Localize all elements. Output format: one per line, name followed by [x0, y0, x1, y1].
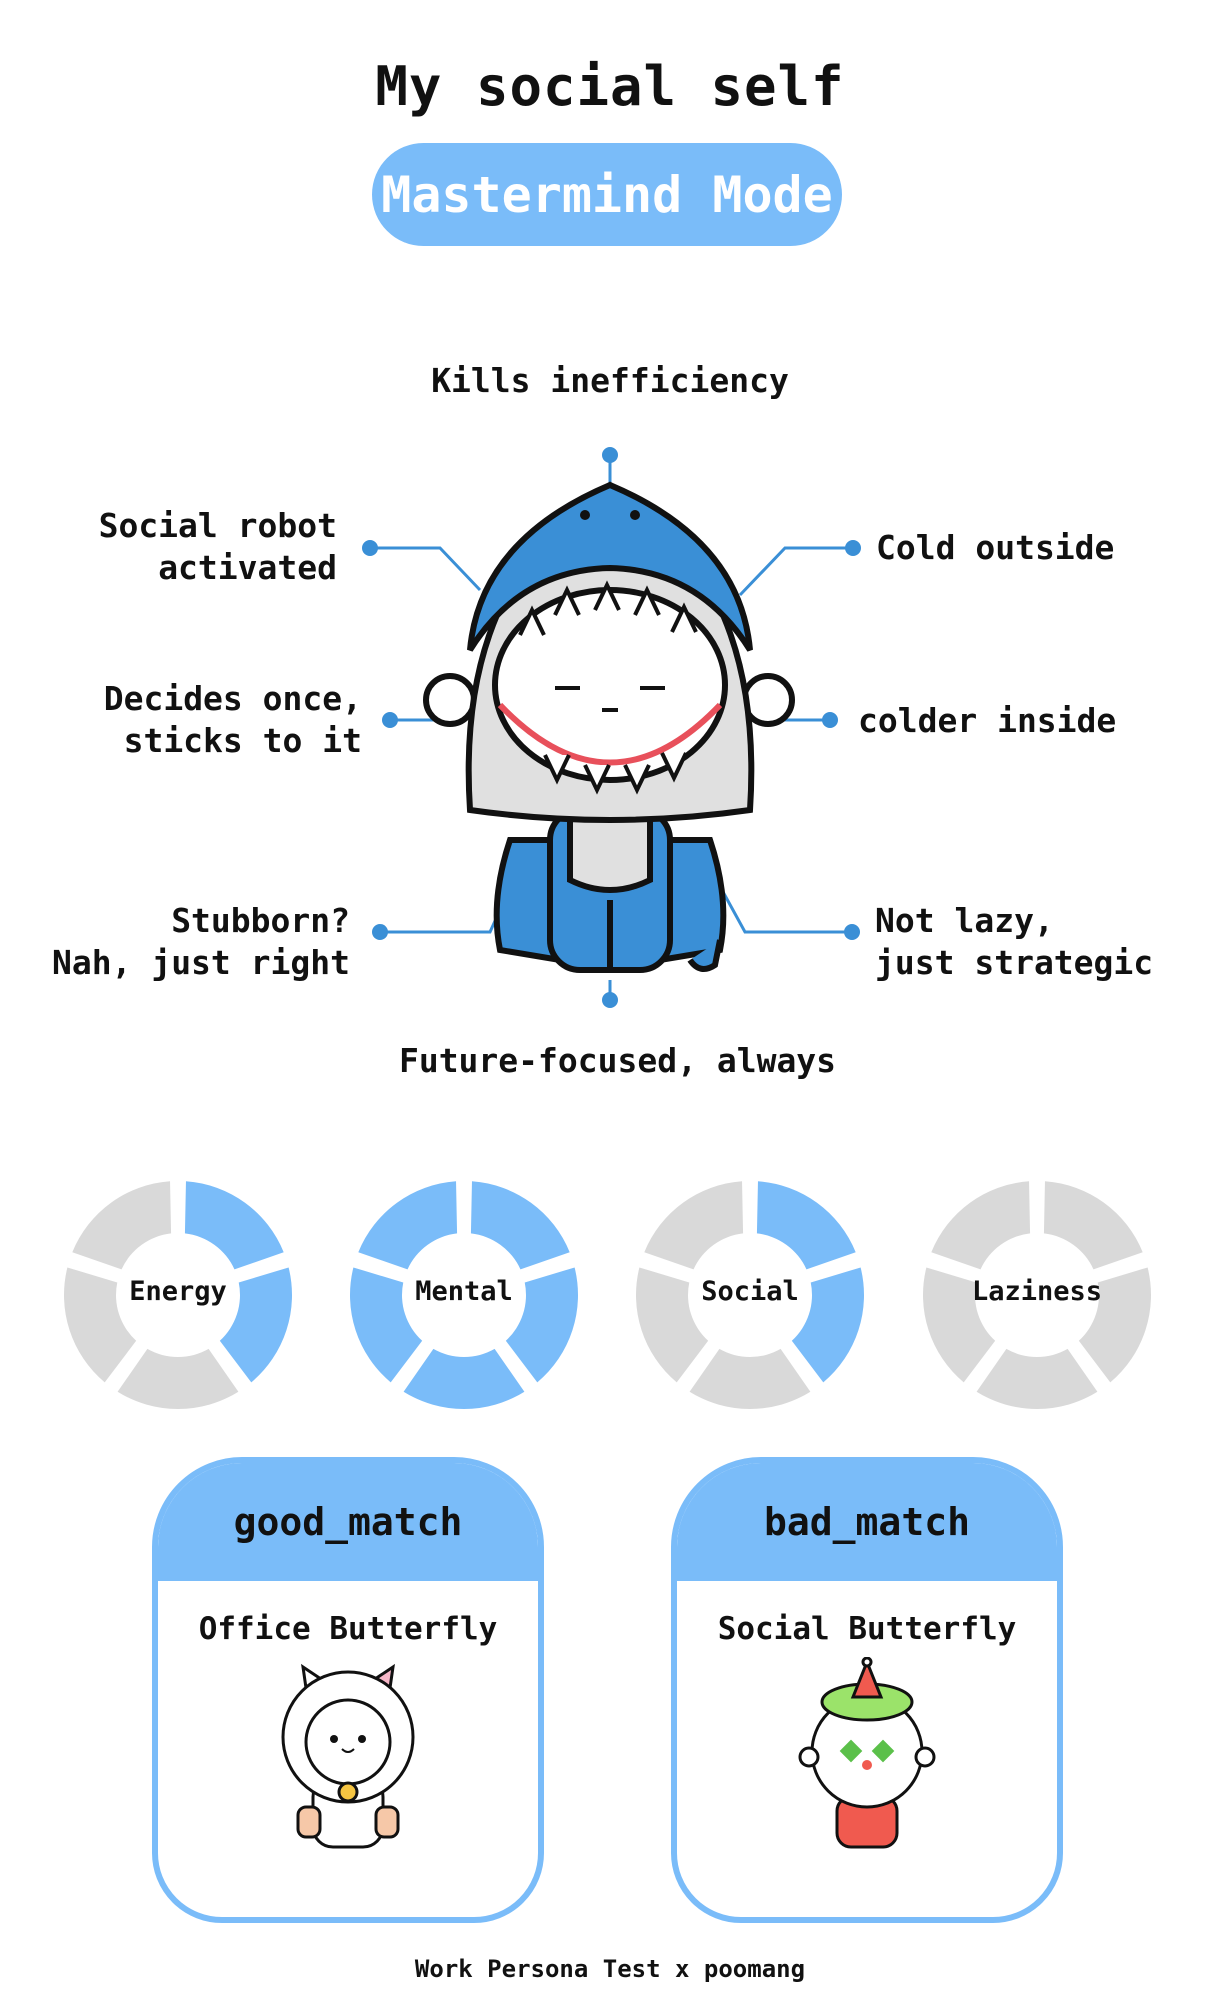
page-title: My social self	[375, 55, 845, 118]
trait-right-2: colder inside	[858, 701, 1117, 740]
donut-segment-laziness-3	[976, 1348, 1098, 1409]
trait-left-3: Stubborn? Nah, just right	[40, 900, 350, 984]
clown-character-illustration	[798, 1657, 936, 1849]
trait-top: Kills inefficiency	[431, 361, 789, 400]
shark-body	[423, 481, 795, 973]
connector-dots	[362, 447, 861, 1008]
trait-text: Not lazy,	[875, 901, 1054, 940]
donut-segment-mental-4	[349, 1267, 423, 1383]
trait-text: Decides once,	[103, 679, 362, 718]
donut-segment-mental-5	[358, 1181, 458, 1270]
trait-left-2: Decides once, sticks to it	[40, 678, 362, 762]
connector-lines	[370, 455, 853, 1000]
trait-text: activated	[158, 548, 337, 587]
donut-segment-social-2	[791, 1267, 864, 1383]
trait-text: just strategic	[875, 943, 1154, 982]
donut-segment-mental-3	[403, 1348, 525, 1409]
donut-label-laziness: Laziness	[971, 1276, 1103, 1307]
trait-right-1: Cold outside	[876, 528, 1115, 567]
donut-segment-laziness-2	[1078, 1267, 1151, 1383]
trait-bottom: Future-focused, always	[398, 1041, 837, 1080]
bad-match-name: Social Butterfly	[717, 1611, 1017, 1647]
donut-segment-laziness-4	[923, 1267, 996, 1383]
cat-character-illustration	[281, 1663, 415, 1849]
good-match-name: Office Butterfly	[198, 1611, 498, 1647]
trait-text: sticks to it	[123, 721, 362, 760]
bad-match-card[interactable]: bad_match Social Butterfly	[671, 1457, 1063, 1923]
bad-match-header: bad_match	[677, 1463, 1057, 1581]
donut-segment-laziness-5	[931, 1181, 1031, 1270]
donut-segment-social-4	[636, 1267, 709, 1383]
trait-left-1: Social robot activated	[40, 505, 337, 589]
good-match-header: good_match	[158, 1463, 538, 1581]
stat-donut-charts	[64, 1181, 1151, 1409]
donut-label-social: Social	[701, 1276, 799, 1307]
donut-segment-social-5	[644, 1181, 744, 1270]
donut-label-energy: Energy	[129, 1276, 227, 1307]
donut-segment-energy-2	[219, 1267, 292, 1383]
footer-credit: Work Persona Test x poomang	[414, 1955, 806, 1983]
donut-segment-energy-5	[72, 1181, 172, 1270]
donut-segment-social-1	[756, 1181, 856, 1270]
donut-segment-laziness-1	[1043, 1181, 1143, 1270]
trait-text: Nah, just right	[51, 943, 350, 982]
donut-segment-mental-1	[470, 1181, 570, 1270]
donut-segment-social-3	[689, 1348, 811, 1409]
mode-badge: Mastermind Mode	[372, 143, 842, 246]
donut-segment-energy-3	[117, 1348, 239, 1409]
trait-text: Stubborn?	[171, 901, 350, 940]
donut-label-mental: Mental	[415, 1276, 513, 1307]
trait-text: Social robot	[98, 506, 337, 545]
shark-mascot-figure	[362, 447, 861, 1008]
good-match-card[interactable]: good_match Office Butterfly	[152, 1457, 544, 1923]
donut-segment-energy-1	[184, 1181, 284, 1270]
trait-right-3: Not lazy, just strategic	[875, 900, 1153, 984]
donut-segment-energy-4	[64, 1267, 137, 1383]
donut-segment-mental-2	[505, 1267, 578, 1383]
